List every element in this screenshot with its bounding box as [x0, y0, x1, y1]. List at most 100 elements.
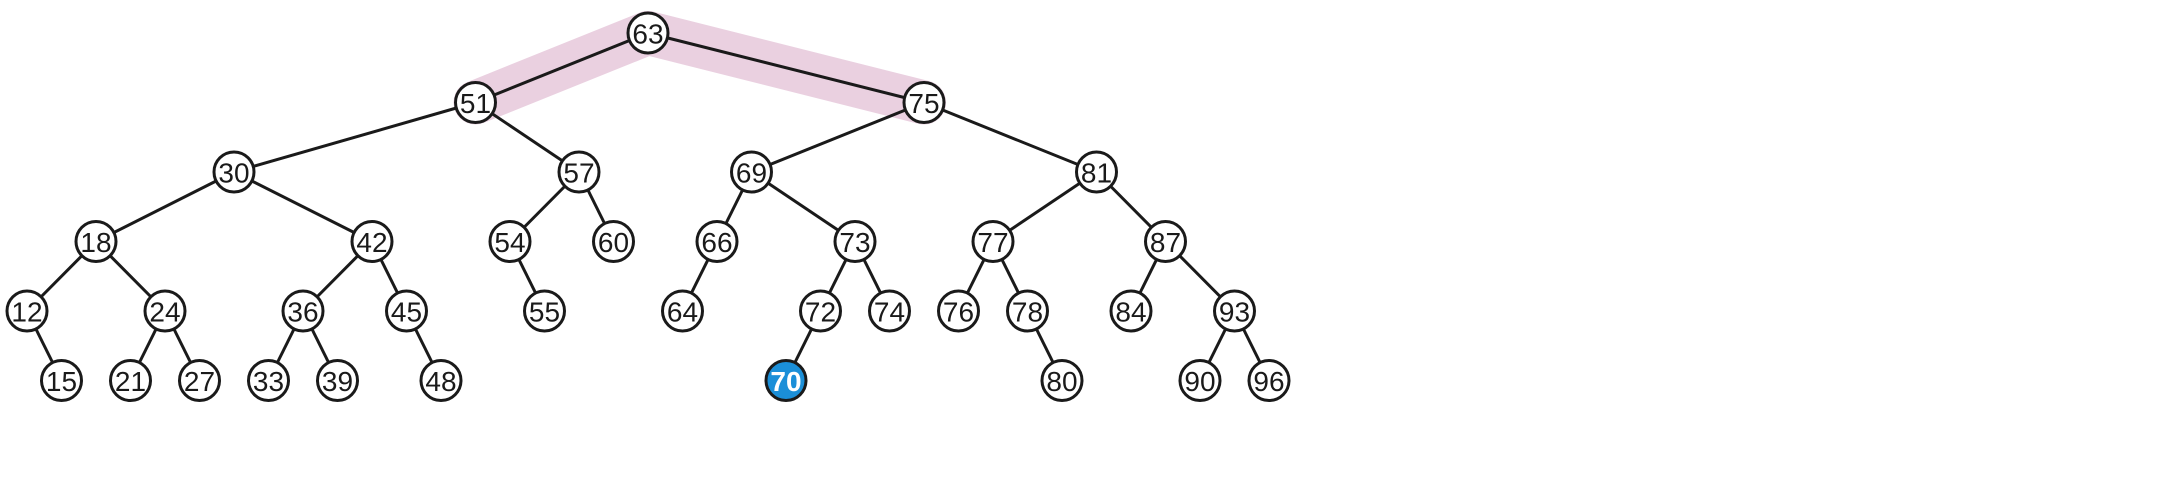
tree-node-90: 90 [1178, 359, 1222, 402]
tree-node-label: 93 [1219, 297, 1250, 328]
edge-63-75 [647, 31, 925, 104]
tree-node-circle [454, 81, 497, 124]
tree-node-circle [143, 289, 187, 333]
tree-node-label: 57 [563, 158, 594, 189]
tree-node-87: 87 [1144, 220, 1187, 263]
tree-node-63: 63 [626, 11, 670, 55]
tree-node-circle [868, 289, 911, 333]
tree-node-circle [799, 289, 842, 333]
tree-node-72: 72 [799, 289, 842, 333]
tree-node-77: 77 [971, 220, 1015, 263]
tree-node-circle [730, 150, 773, 194]
tree-node-label: 42 [356, 227, 387, 258]
tree-node-label: 87 [1150, 227, 1181, 258]
tree-node-label: 84 [1115, 297, 1146, 328]
edge-30-18 [95, 170, 235, 243]
tree-node-39: 39 [316, 359, 359, 402]
tree-node-66: 66 [695, 220, 739, 263]
tree-node-circle [1006, 289, 1049, 333]
tree-node-label: 12 [11, 297, 42, 328]
tree-node-circle [74, 220, 118, 263]
tree-node-circle [764, 359, 808, 402]
tree-node-label: 69 [736, 158, 767, 189]
tree-node-label: 90 [1184, 366, 1215, 397]
tree-node-label: 33 [253, 366, 284, 397]
tree-node-74: 74 [868, 289, 911, 333]
tree-node-circle [592, 220, 635, 263]
tree-node-circle [40, 359, 83, 402]
tree-node-circle [833, 220, 877, 263]
tree-node-75: 75 [902, 81, 946, 124]
tree-node-label: 70 [770, 366, 801, 397]
tree-node-label: 77 [977, 227, 1008, 258]
tree-node-label: 15 [46, 366, 77, 397]
tree-node-circle [1178, 359, 1222, 402]
tree-node-label: 60 [598, 227, 629, 258]
tree-node-circle [5, 289, 49, 333]
tree-node-circle [1144, 220, 1187, 263]
tree-node-57: 57 [557, 150, 601, 194]
tree-node-54: 54 [488, 220, 532, 263]
tree-node-circle [902, 81, 946, 124]
tree-node-label: 36 [287, 297, 318, 328]
tree-node-48: 48 [419, 359, 463, 402]
tree-node-circle [419, 359, 463, 402]
tree-node-circle [281, 289, 325, 333]
tree-node-circle [1040, 359, 1084, 402]
tree-node-15: 15 [40, 359, 83, 402]
highlighted-path-layer [453, 11, 946, 125]
tree-node-circle [661, 289, 704, 333]
edge-51-30 [233, 101, 476, 174]
tree-node-label: 66 [701, 227, 732, 258]
tree-node-label: 30 [218, 158, 249, 189]
tree-node-12: 12 [5, 289, 49, 333]
tree-node-80: 80 [1040, 359, 1084, 402]
tree-node-69: 69 [730, 150, 773, 194]
tree-node-label: 73 [839, 227, 870, 258]
tree-node-circle [247, 359, 290, 402]
edge-75-81 [923, 101, 1098, 174]
tree-node-circle [1213, 289, 1256, 333]
tree-node-label: 39 [322, 366, 353, 397]
tree-node-label: 55 [529, 297, 560, 328]
tree-node-45: 45 [385, 289, 428, 333]
tree-node-label: 76 [943, 297, 974, 328]
tree-node-label: 18 [80, 227, 111, 258]
tree-node-81: 81 [1075, 150, 1118, 194]
tree-node-label: 51 [460, 88, 491, 119]
tree-node-circle [557, 150, 601, 194]
tree-node-96: 96 [1247, 359, 1291, 402]
tree-node-70: 70 [764, 359, 808, 402]
edge-30-42 [233, 170, 373, 243]
tree-node-circle [212, 150, 256, 194]
tree-node-label: 75 [908, 88, 939, 119]
tree-node-27: 27 [178, 359, 221, 402]
tree-node-circle [178, 359, 221, 402]
tree-node-30: 30 [212, 150, 256, 194]
tree-node-circle [626, 11, 670, 55]
tree-node-circle [937, 289, 980, 333]
tree-node-label: 45 [391, 297, 422, 328]
tree-node-73: 73 [833, 220, 877, 263]
edge-63-51 [474, 31, 649, 104]
tree-node-36: 36 [281, 289, 325, 333]
tree-node-circle [350, 220, 394, 263]
tree-node-circle [385, 289, 428, 333]
tree-node-circle [695, 220, 739, 263]
tree-node-label: 72 [805, 297, 836, 328]
tree-node-circle [488, 220, 532, 263]
tree-node-circle [971, 220, 1015, 263]
tree-node-84: 84 [1109, 289, 1153, 333]
tree-node-60: 60 [592, 220, 635, 263]
tree-node-circle [316, 359, 359, 402]
tree-node-label: 81 [1081, 158, 1112, 189]
tree-node-33: 33 [247, 359, 290, 402]
tree-node-label: 27 [184, 366, 215, 397]
tree-node-label: 48 [425, 366, 456, 397]
tree-node-label: 54 [494, 227, 525, 258]
tree-node-93: 93 [1213, 289, 1256, 333]
tree-node-label: 96 [1253, 366, 1284, 397]
tree-node-55: 55 [523, 289, 566, 333]
tree-node-label: 24 [149, 297, 180, 328]
